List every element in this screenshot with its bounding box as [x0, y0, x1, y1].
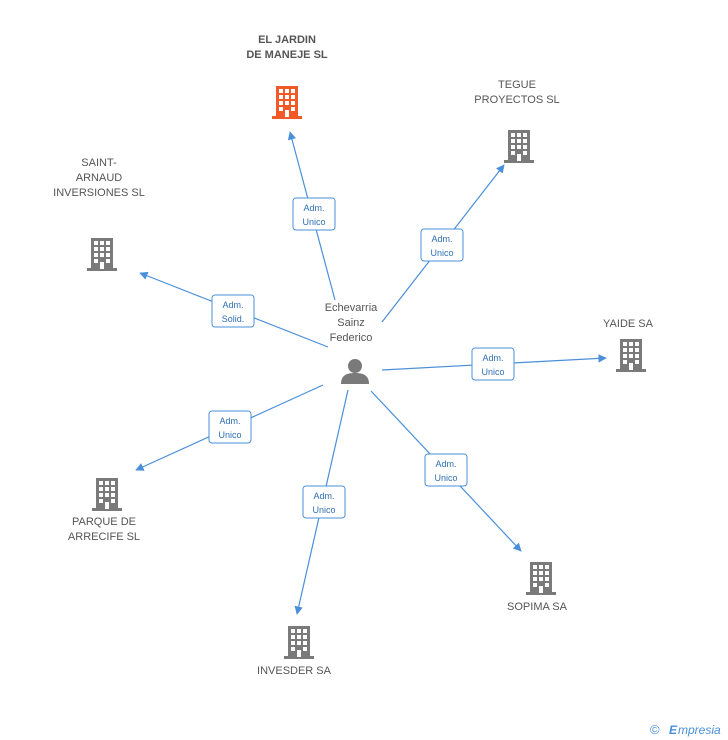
role-badge-line: Unico: [430, 248, 453, 258]
brand-name: mpresia: [678, 723, 721, 737]
role-badge-box: [302, 485, 346, 519]
company-name-line: EL JARDIN: [258, 34, 316, 46]
roles-layer: Adm.UnicoAdm.UnicoAdm.Solid.Adm.UnicoAdm…: [208, 197, 515, 519]
role-badge-line: Adm.: [303, 203, 324, 213]
role-badge-saint-arnaud[interactable]: Adm. Solid.: [211, 294, 255, 328]
brand-initial: E: [669, 723, 678, 737]
building-icon: [272, 86, 302, 119]
role-badge-line: Unico: [302, 217, 325, 227]
company-node-invesder[interactable]: INVESDER SA: [257, 626, 332, 677]
company-name-line: INVERSIONES SL: [53, 187, 145, 199]
person-name-line-2: Sainz: [337, 317, 365, 329]
company-name-line: TEGUE: [498, 79, 536, 91]
company-name-line: PARQUE DE: [72, 516, 136, 528]
building-icon: [284, 626, 314, 659]
role-badge-box: [292, 197, 336, 231]
role-badge-box: [420, 228, 464, 262]
building-icon: [616, 339, 646, 372]
company-name-line: INVESDER SA: [257, 665, 332, 677]
role-badge-line: Solid.: [222, 314, 245, 324]
role-badge-tegue[interactable]: Adm. Unico: [420, 228, 464, 262]
company-node-tegue[interactable]: TEGUE PROYECTOS SL: [474, 79, 560, 163]
role-badge-line: Adm.: [222, 300, 243, 310]
role-badge-line: Adm.: [313, 491, 334, 501]
company-name-line: PROYECTOS SL: [474, 94, 559, 106]
role-badge-line: Unico: [218, 430, 241, 440]
person-name-line-1: Echevarria: [325, 302, 378, 314]
role-badge-sopima[interactable]: Adm. Unico: [424, 453, 468, 487]
role-badge-line: Unico: [312, 505, 335, 515]
building-icon: [92, 478, 122, 511]
person-icon: [341, 359, 369, 384]
role-badge-line: Adm.: [431, 234, 452, 244]
role-badge-box: [208, 410, 252, 444]
role-badge-box: [211, 294, 255, 328]
company-node-saint-arnaud[interactable]: SAINT- ARNAUD INVERSIONES SL: [53, 157, 145, 271]
building-icon: [87, 238, 117, 271]
role-badge-parque[interactable]: Adm. Unico: [208, 410, 252, 444]
building-icon: [526, 562, 556, 595]
role-badge-el-jardin[interactable]: Adm. Unico: [292, 197, 336, 231]
company-name-line: SAINT-: [81, 157, 117, 169]
company-node-yaide[interactable]: YAIDE SA: [603, 318, 654, 372]
brand-footer: © E mpresia: [650, 722, 721, 737]
copyright-symbol: ©: [650, 722, 660, 737]
edges-layer: [135, 131, 607, 615]
role-badge-line: Unico: [434, 473, 457, 483]
role-badge-line: Adm.: [219, 416, 240, 426]
role-badge-yaide[interactable]: Adm. Unico: [471, 347, 515, 381]
role-badge-line: Unico: [481, 367, 504, 377]
role-badge-invesder[interactable]: Adm. Unico: [302, 485, 346, 519]
company-name-line: YAIDE SA: [603, 318, 654, 330]
role-badge-box: [471, 347, 515, 381]
company-node-sopima[interactable]: SOPIMA SA: [507, 562, 568, 613]
role-badge-box: [424, 453, 468, 487]
company-name-line: ARNAUD: [76, 172, 123, 184]
role-badge-line: Adm.: [482, 353, 503, 363]
person-name-line-3: Federico: [330, 332, 373, 344]
building-icon: [504, 130, 534, 163]
company-node-el-jardin[interactable]: EL JARDIN DE MANEJE SL: [246, 34, 328, 119]
nodes-layer: EL JARDIN DE MANEJE SL TEGUE PROYECTOS SL SA…: [53, 34, 653, 677]
company-name-line: DE MANEJE SL: [246, 49, 328, 61]
company-name-line: ARRECIFE SL: [68, 531, 140, 543]
role-badge-line: Adm.: [435, 459, 456, 469]
company-name-line: SOPIMA SA: [507, 601, 568, 613]
person-node[interactable]: Echevarria Sainz Federico: [325, 302, 378, 384]
company-node-parque[interactable]: PARQUE DE ARRECIFE SL: [68, 478, 140, 543]
